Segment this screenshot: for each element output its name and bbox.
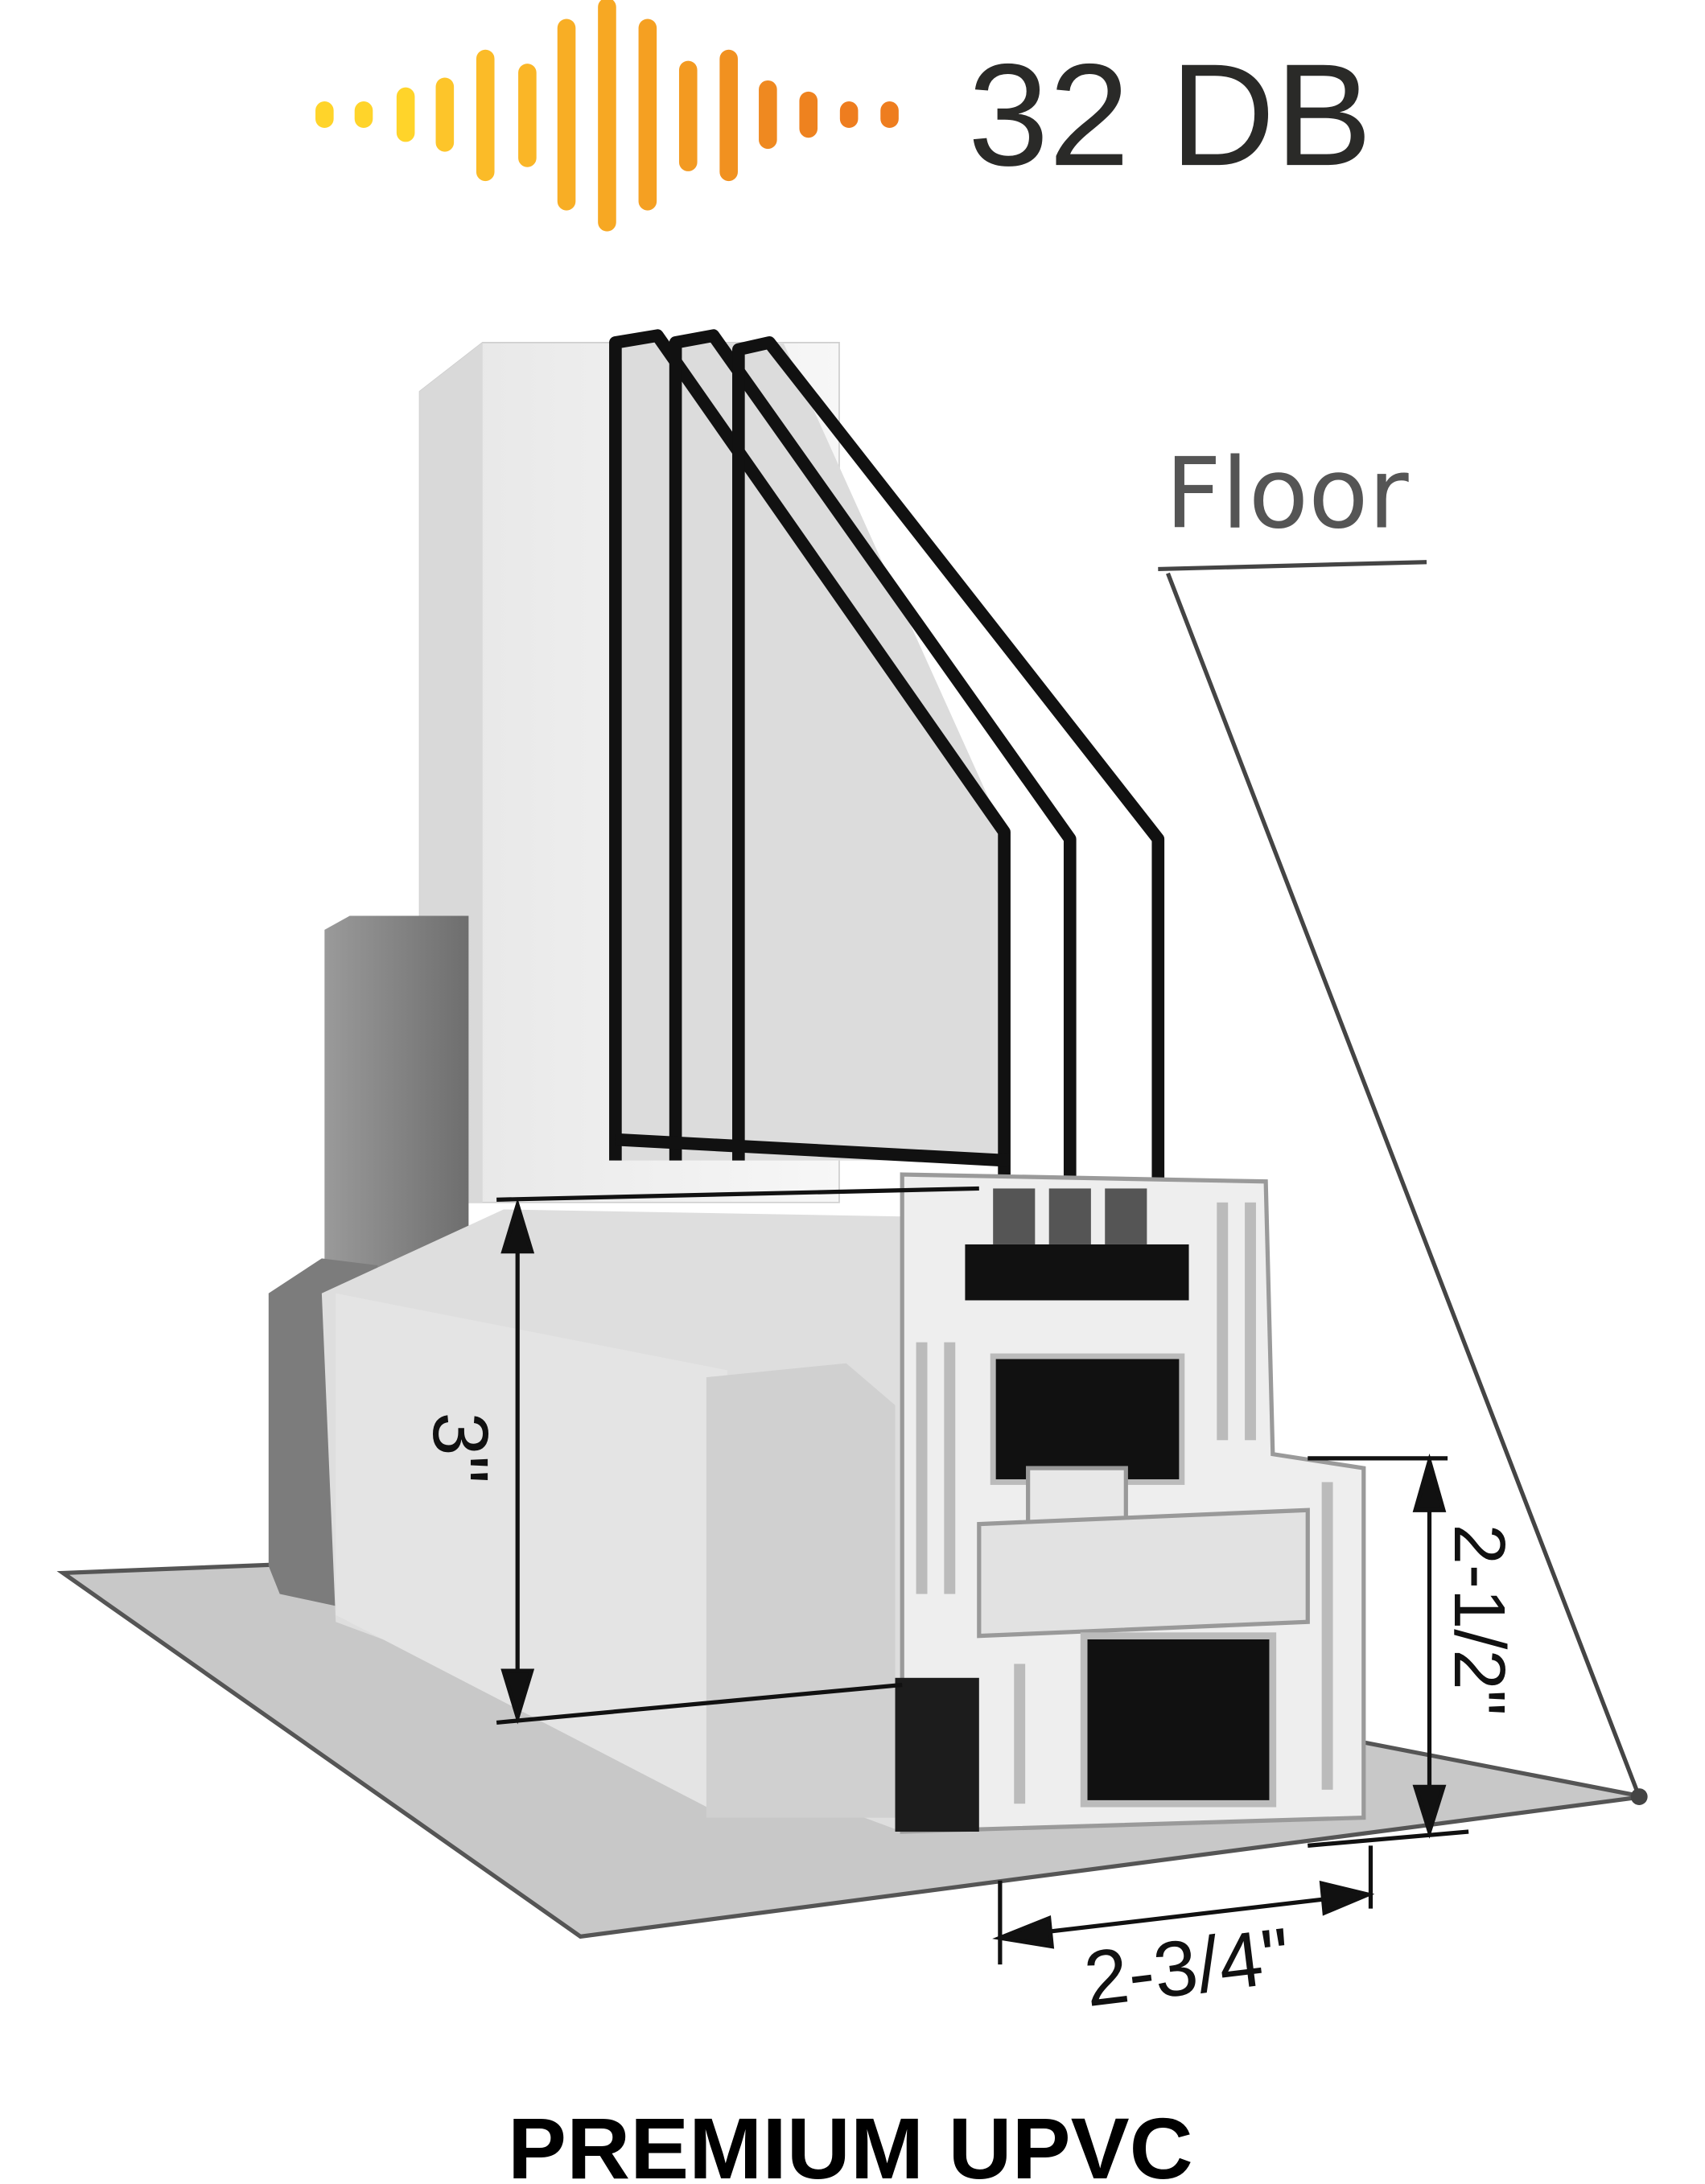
dimension-lines — [496, 560, 1648, 1965]
product-title: PREMIUM UPVC — [508, 2100, 1193, 2184]
height-dimension-label: 3" — [417, 1413, 504, 1484]
sash-height-dimension-label: 2-1/2" — [1439, 1524, 1520, 1716]
sound-rating-value: 32 DB — [968, 34, 1372, 196]
depth-dimension-label: 2-3/4" — [1080, 1911, 1295, 2023]
floor-label: Floor — [1165, 436, 1410, 550]
window-frame-illustration — [268, 329, 1366, 1834]
sound-wave-icon — [315, 0, 899, 232]
